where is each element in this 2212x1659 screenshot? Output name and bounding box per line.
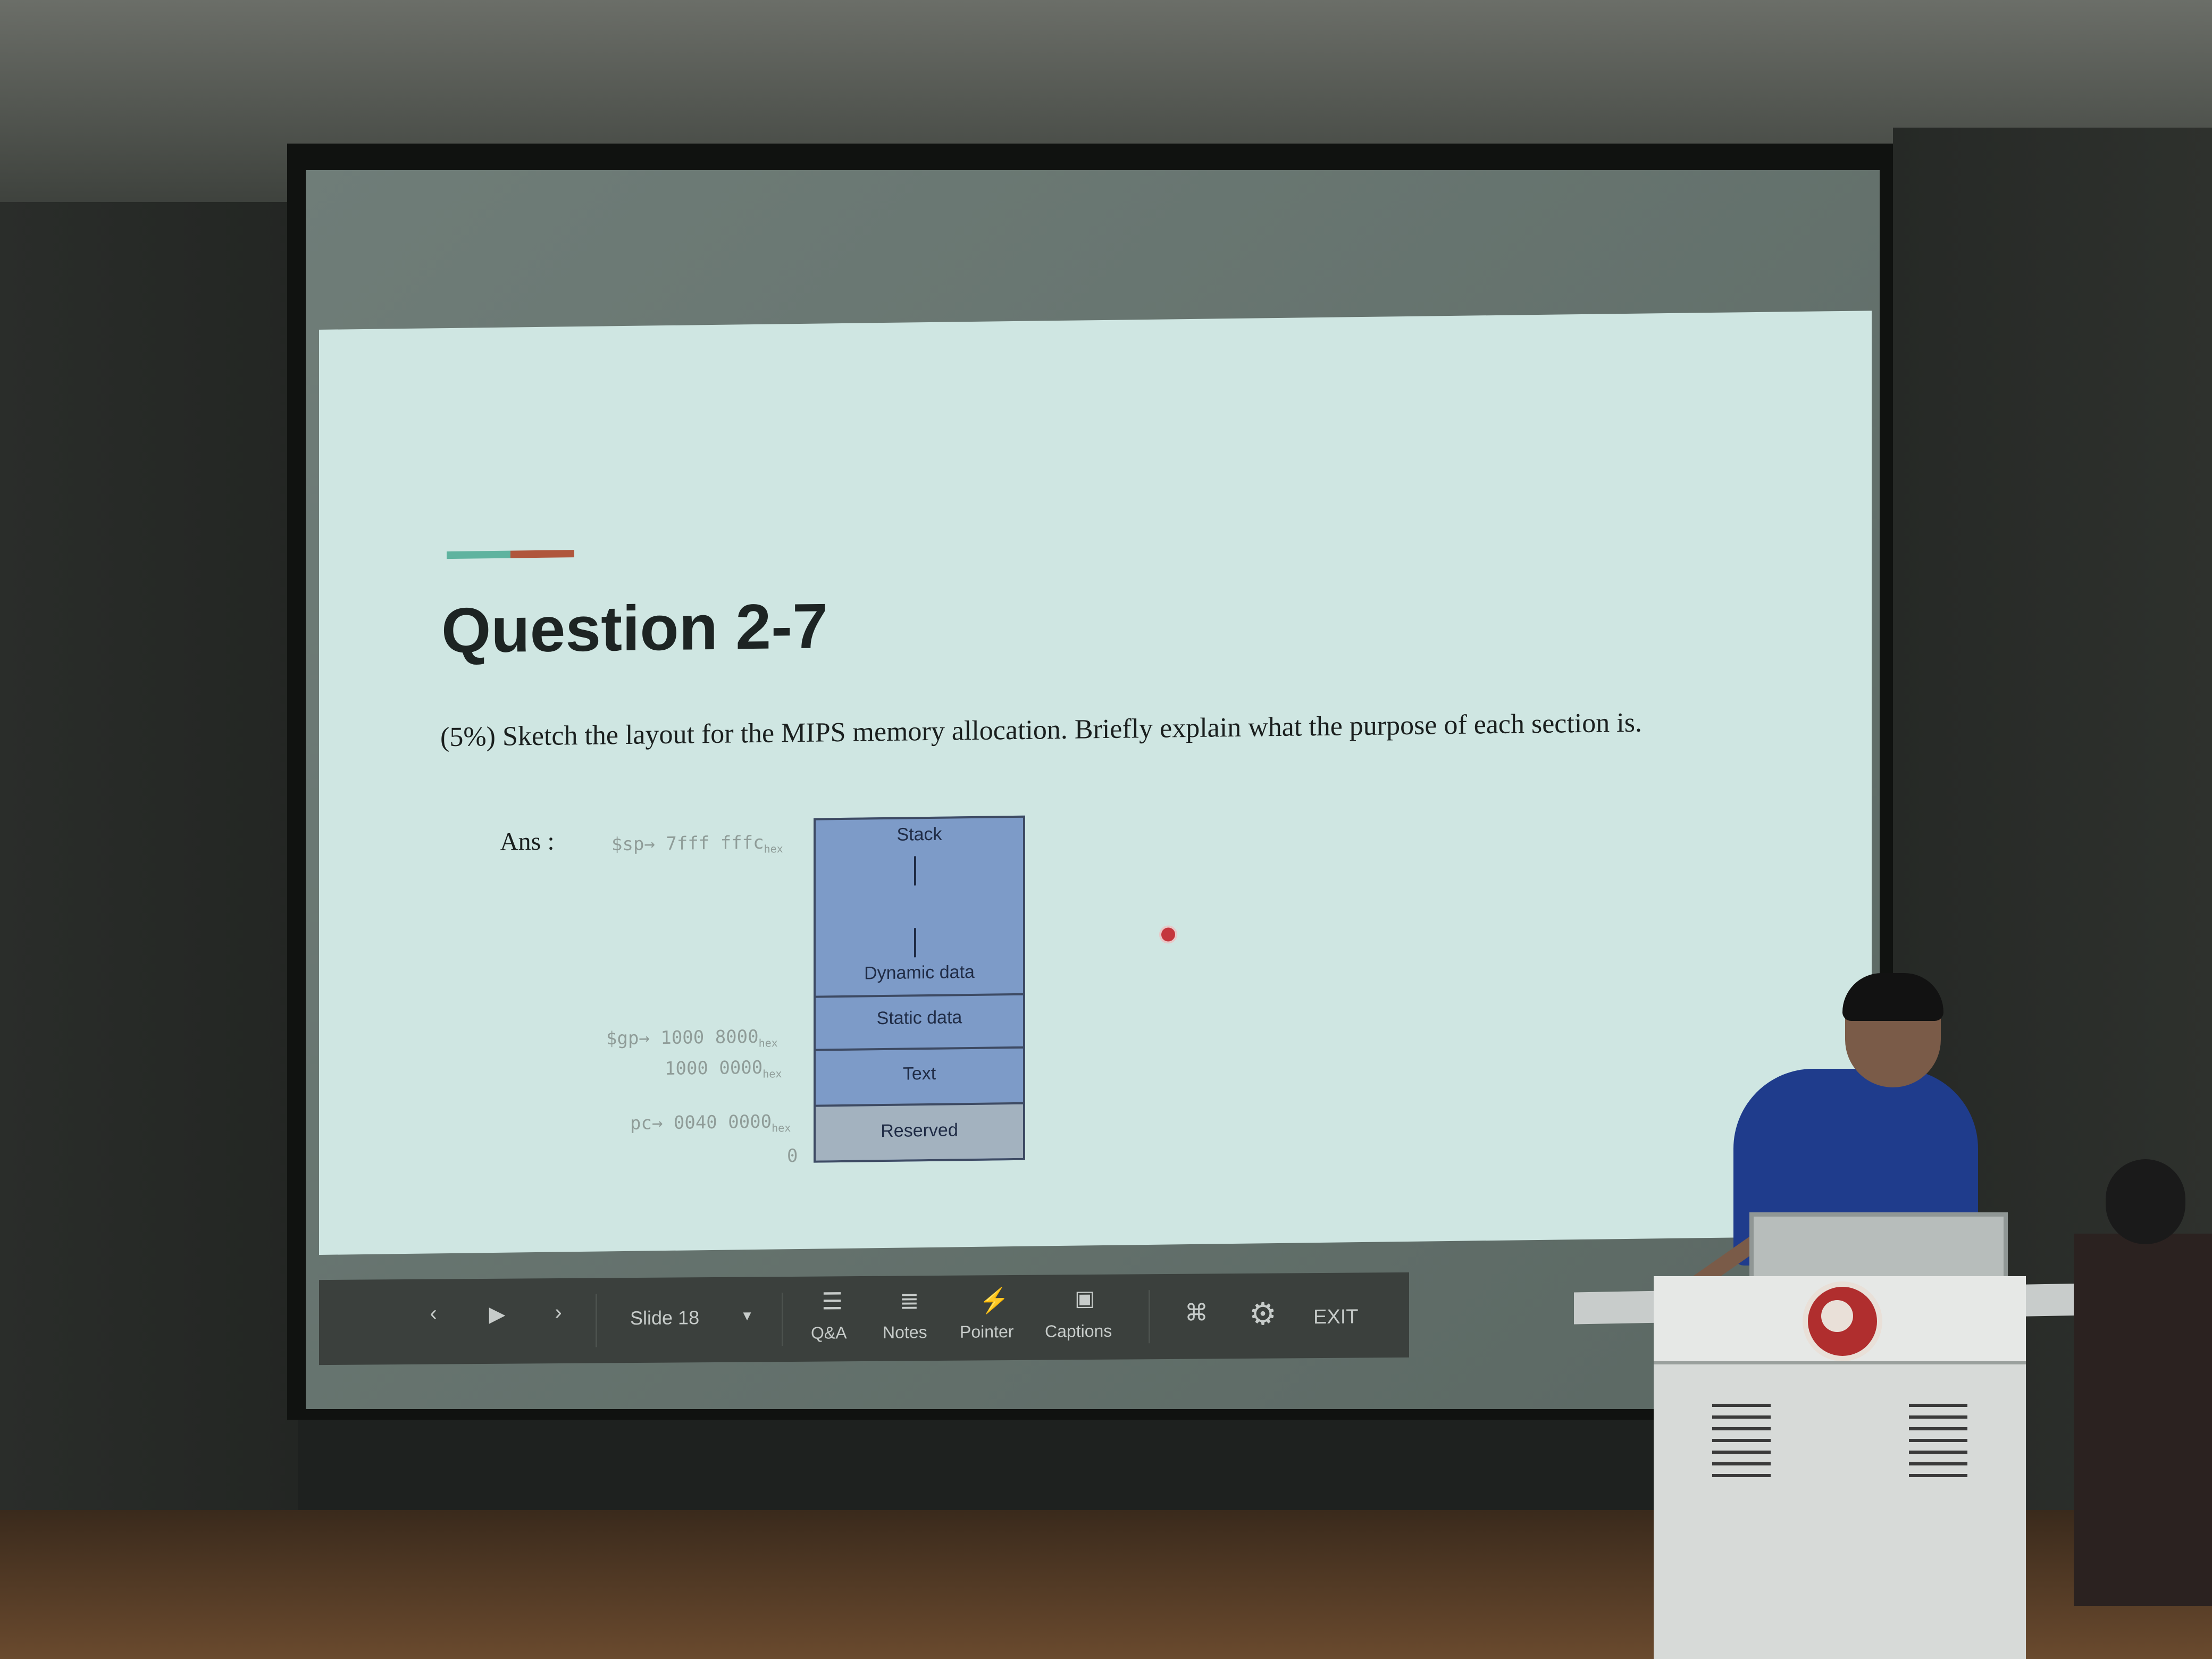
stack-grow-down-arrow bbox=[914, 856, 916, 886]
title-accent-bar bbox=[447, 550, 574, 559]
room-wall-left bbox=[0, 202, 298, 1563]
laser-pointer-dot bbox=[1159, 925, 1177, 944]
address-gp: $gp→ 1000 8000hex bbox=[606, 1026, 778, 1050]
address-sp: $sp→ 7fff fffchex bbox=[611, 832, 783, 856]
section-reserved: Reserved bbox=[816, 1102, 1023, 1161]
section-stack: Stack bbox=[896, 824, 942, 845]
separator bbox=[596, 1294, 597, 1347]
audience-member-head bbox=[2106, 1159, 2185, 1244]
accent-green bbox=[447, 550, 510, 559]
section-static-data: Static data bbox=[816, 993, 1023, 1046]
qa-icon[interactable]: ☰ bbox=[822, 1288, 843, 1315]
qa-button[interactable]: Q&A bbox=[811, 1323, 847, 1343]
heap-grow-up-arrow bbox=[914, 928, 916, 958]
address-text-start: 1000 0000hex bbox=[665, 1057, 782, 1080]
gear-icon[interactable]: ⚙ bbox=[1249, 1296, 1277, 1331]
caret-down-icon[interactable]: ▾ bbox=[743, 1306, 751, 1325]
accent-orange bbox=[510, 550, 574, 558]
address-zero: 0 bbox=[787, 1145, 798, 1167]
captions-button[interactable]: Captions bbox=[1045, 1321, 1112, 1341]
captions-icon[interactable]: ▣ bbox=[1075, 1286, 1095, 1311]
presentation-control-bar: ‹ ▶ › Slide 18 ▾ ☰ Q&A ≣ Notes ⚡ Pointer… bbox=[319, 1272, 1409, 1365]
pointer-button[interactable]: Pointer bbox=[960, 1322, 1014, 1342]
slide-title: Question 2-7 bbox=[441, 590, 828, 667]
section-text: Text bbox=[816, 1046, 1023, 1104]
address-pc: pc→ 0040 0000hex bbox=[630, 1111, 791, 1135]
presentation-slide: Question 2-7 (5%) Sketch the layout for … bbox=[319, 311, 1872, 1255]
separator bbox=[1149, 1290, 1150, 1344]
chevron-right-icon[interactable]: › bbox=[555, 1300, 562, 1325]
podium-vent-right bbox=[1909, 1404, 1967, 1478]
notes-icon[interactable]: ≣ bbox=[899, 1288, 919, 1314]
podium-vent-left bbox=[1712, 1404, 1771, 1478]
section-dynamic-data: Dynamic data bbox=[864, 961, 975, 984]
emblem-center bbox=[1821, 1300, 1853, 1332]
university-emblem-icon bbox=[1803, 1281, 1882, 1361]
exit-fullscreen-icon[interactable]: ⌘ bbox=[1185, 1300, 1208, 1326]
chevron-left-icon[interactable]: ‹ bbox=[430, 1301, 437, 1325]
play-icon[interactable]: ▶ bbox=[489, 1302, 506, 1326]
question-text: (5%) Sketch the layout for the MIPS memo… bbox=[440, 707, 1642, 753]
slide-selector[interactable]: Slide 18 bbox=[630, 1306, 700, 1329]
presenter-hair bbox=[1842, 973, 1943, 1021]
pointer-icon[interactable]: ⚡ bbox=[979, 1286, 1010, 1314]
answer-label: Ans : bbox=[500, 827, 555, 856]
audience-member-body bbox=[2074, 1234, 2212, 1606]
exit-button[interactable]: EXIT bbox=[1313, 1305, 1359, 1329]
separator bbox=[782, 1293, 783, 1346]
notes-button[interactable]: Notes bbox=[883, 1322, 927, 1342]
memory-layout-diagram: Stack Dynamic data Static data Text Rese… bbox=[814, 815, 1025, 1163]
